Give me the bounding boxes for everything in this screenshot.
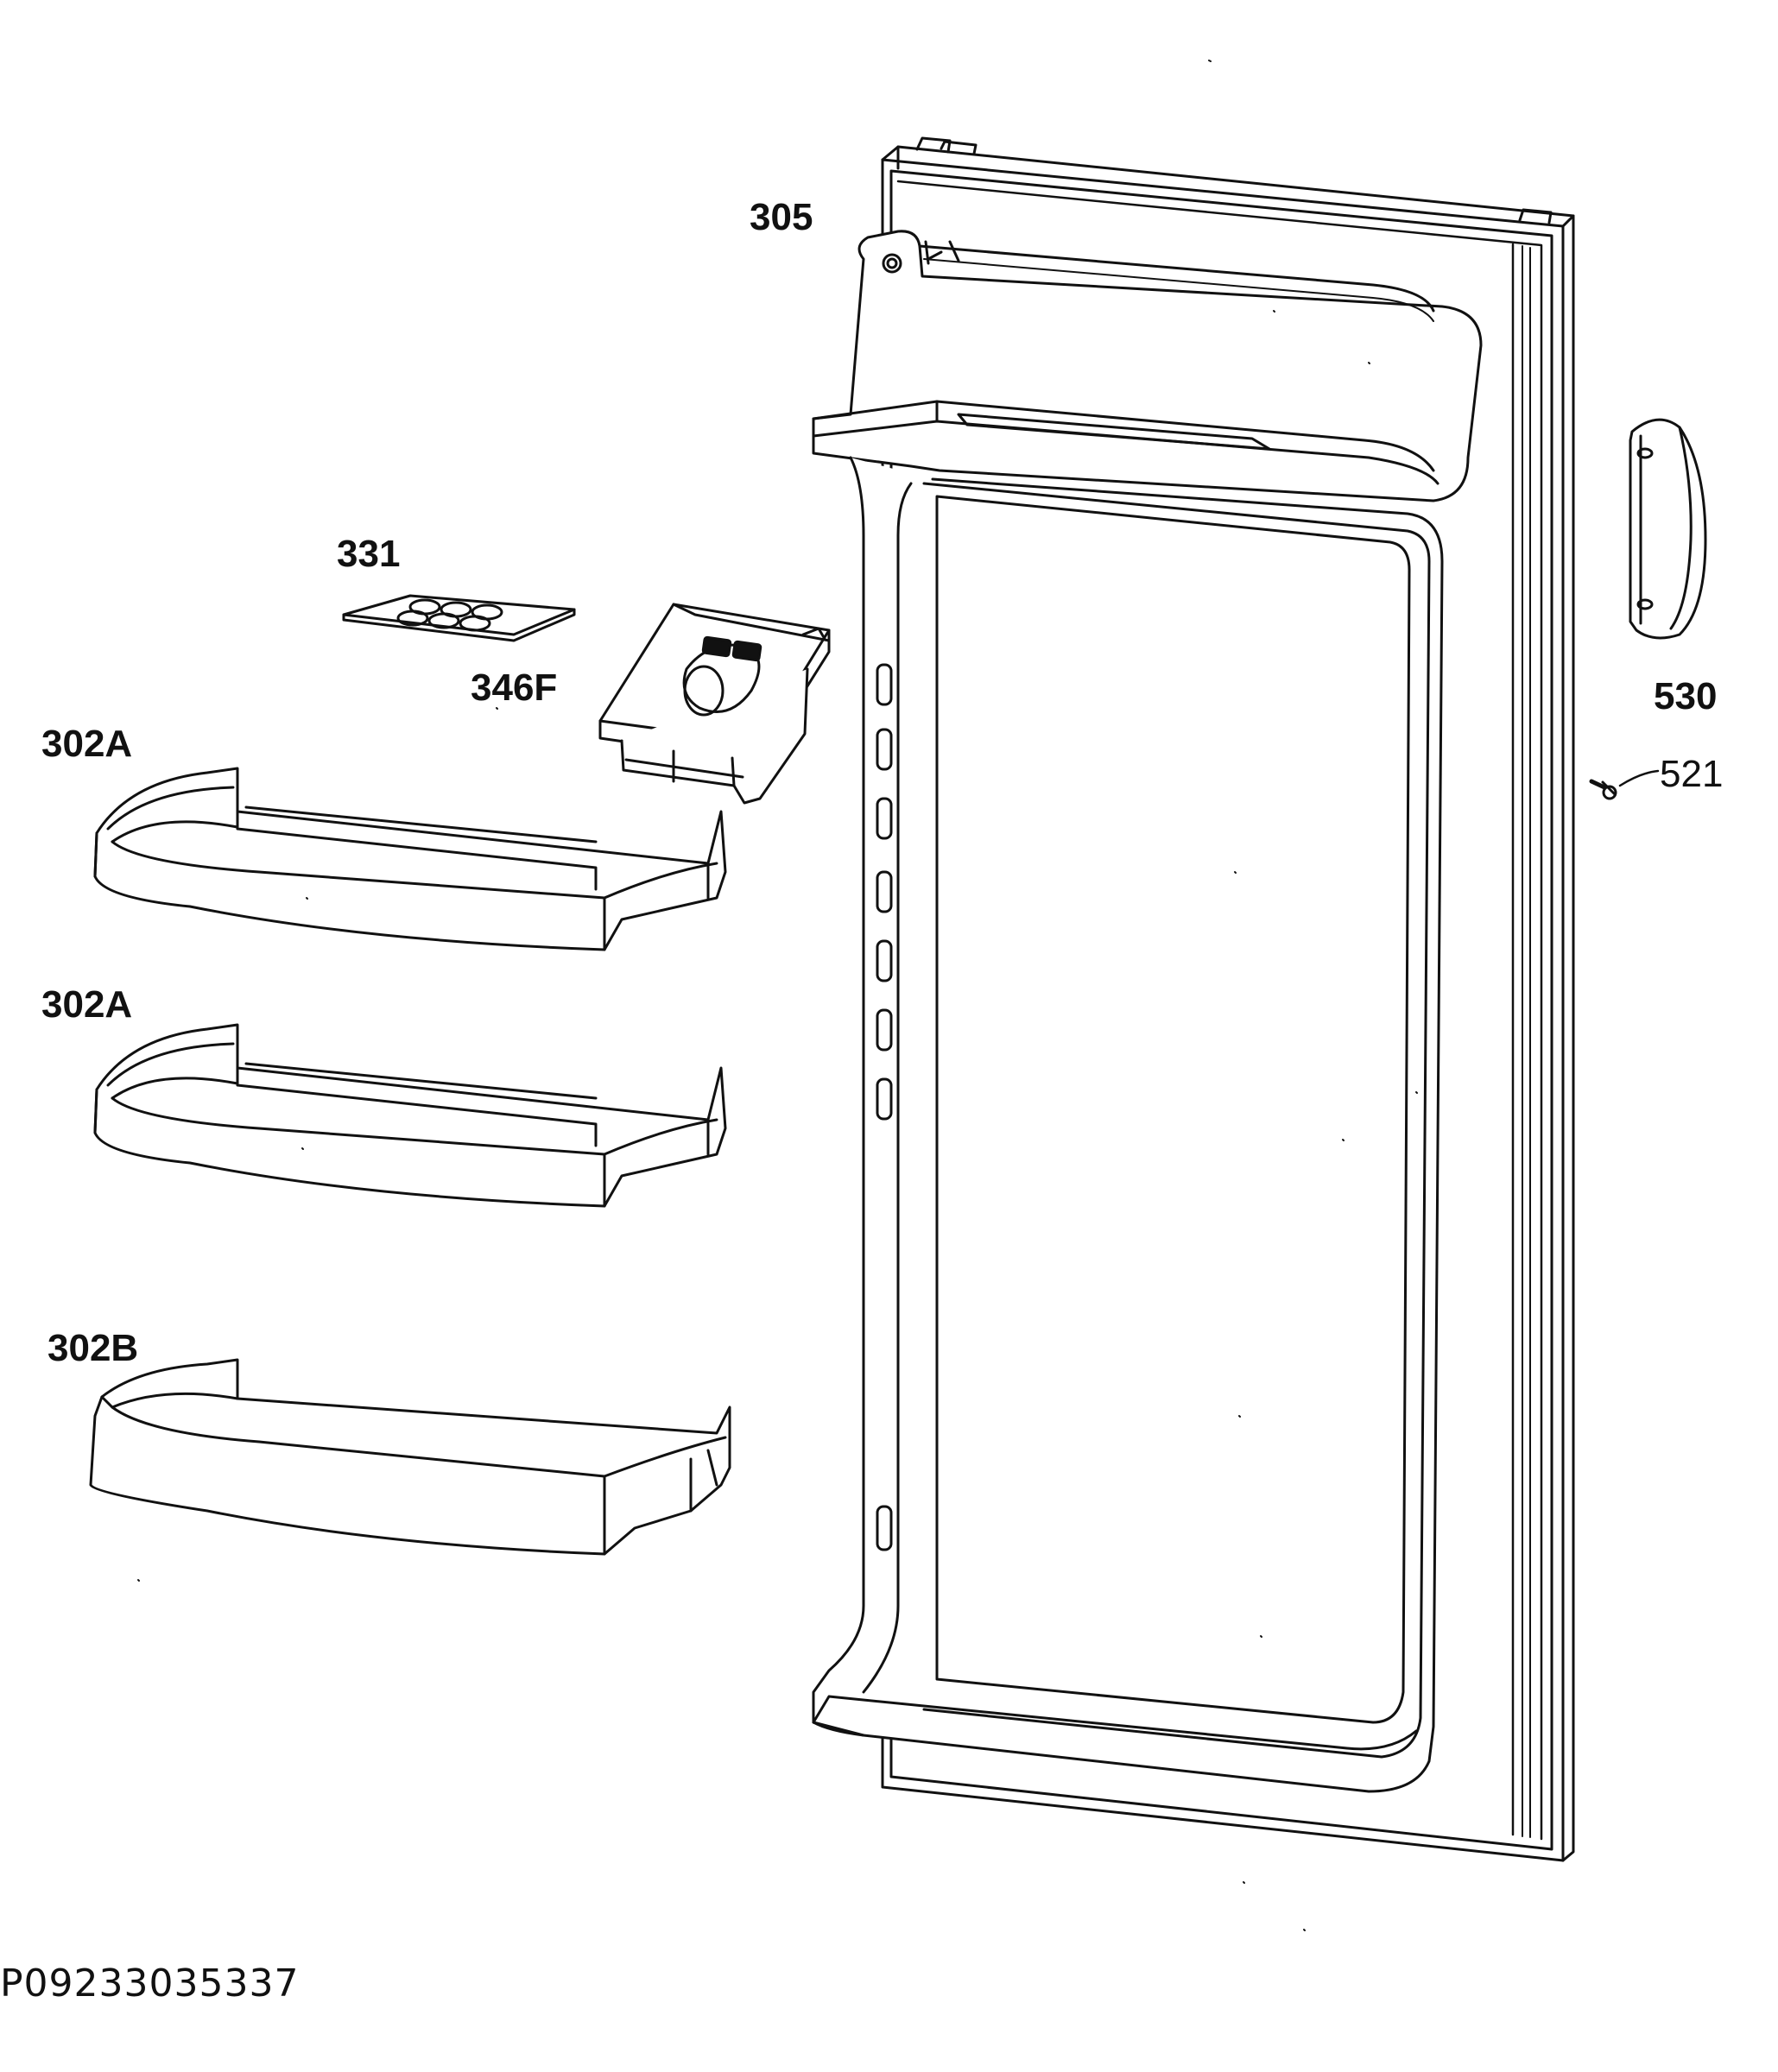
label-302b: 302B: [47, 1327, 139, 1369]
screw: [1589, 769, 1660, 800]
label-302a-upper: 302A: [41, 723, 133, 765]
door-balcony-upper: [93, 767, 727, 951]
door-handle: [1629, 418, 1707, 640]
label-530: 530: [1654, 675, 1718, 717]
scan-specks: [137, 60, 1418, 1931]
label-331: 331: [337, 533, 401, 575]
label-302a-middle: 302A: [41, 983, 133, 1026]
door-balcony-middle: [93, 1023, 727, 1208]
door-panel: [812, 136, 1575, 1862]
door-balcony-bottom: [89, 1358, 731, 1556]
document-id: P09233035337: [0, 1961, 300, 2006]
label-521: 521: [1660, 753, 1724, 795]
label-305: 305: [750, 196, 813, 238]
label-346f: 346F: [471, 666, 558, 709]
butter-dish: [598, 603, 831, 805]
egg-tray: [342, 594, 576, 642]
